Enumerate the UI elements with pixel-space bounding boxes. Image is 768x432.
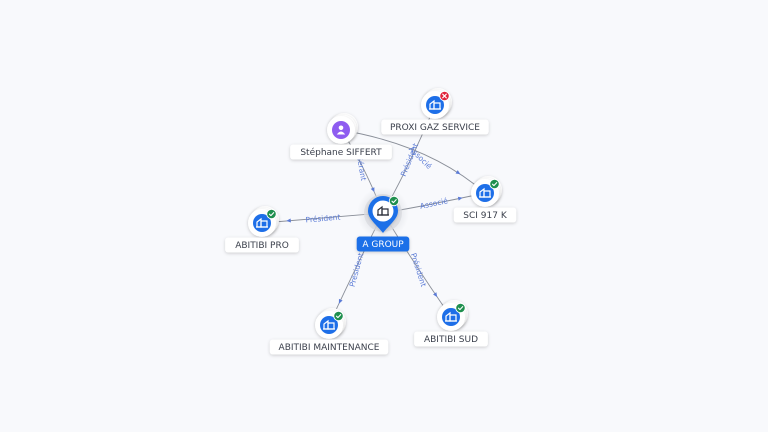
person-icon [336,125,346,135]
edge-line [340,129,486,194]
node-label: ABITIBI PRO [235,241,289,251]
edge-arrow-icon [338,298,343,304]
center-label: A GROUP [362,240,404,250]
check-status-icon [489,178,500,190]
edge-label: Président [305,212,341,224]
center-node[interactable]: A GROUP [356,187,410,252]
node-label: ABITIBI MAINTENANCE [279,343,380,353]
edge-label: Président [409,252,428,288]
node-abitibi-pro[interactable]: ABITIBI PRO [225,206,299,253]
check-status-icon [333,310,344,322]
building-icon [479,187,491,198]
center-icon-bg [372,200,394,222]
edge-label: Président [348,252,366,288]
edge-arrow-icon [433,292,438,298]
node-abitibi-sud[interactable]: ABITIBI SUD [414,300,488,347]
edge-arrow-icon [455,170,461,175]
node-label-bg [225,237,299,253]
node-label-bg [453,207,517,223]
edge-arrow-icon [286,218,291,223]
node-label: ABITIBI SUD [424,335,478,345]
building-icon [429,99,441,110]
node-label: SCI 917 K [463,211,508,221]
edge-label: Associé [419,196,449,211]
node-label-bg [290,144,392,160]
node-label: PROXI GAZ SERVICE [390,123,480,133]
node-sci[interactable]: SCI 917 K [453,176,517,223]
node-proxi[interactable]: PROXI GAZ SERVICE [381,88,489,135]
edge-arrow-icon [457,196,463,201]
check-status-icon [388,195,400,207]
node-stephane[interactable]: Stéphane SIFFERT [290,113,392,160]
node-label-bg [269,339,389,355]
edge-label: Gérant [355,154,368,181]
building-icon [445,311,457,322]
center-label-bg [356,236,410,252]
check-status-icon [266,208,277,220]
building-icon [256,217,268,228]
node-abitibi-maintenance[interactable]: ABITIBI MAINTENANCE [269,308,389,355]
node-label-bg [381,119,489,135]
check-status-icon [455,302,466,314]
building-icon [323,319,335,330]
closed-status-icon [439,90,450,102]
node-label: Stéphane SIFFERT [300,147,382,158]
node-label-bg [414,331,488,347]
building-icon [377,205,389,216]
